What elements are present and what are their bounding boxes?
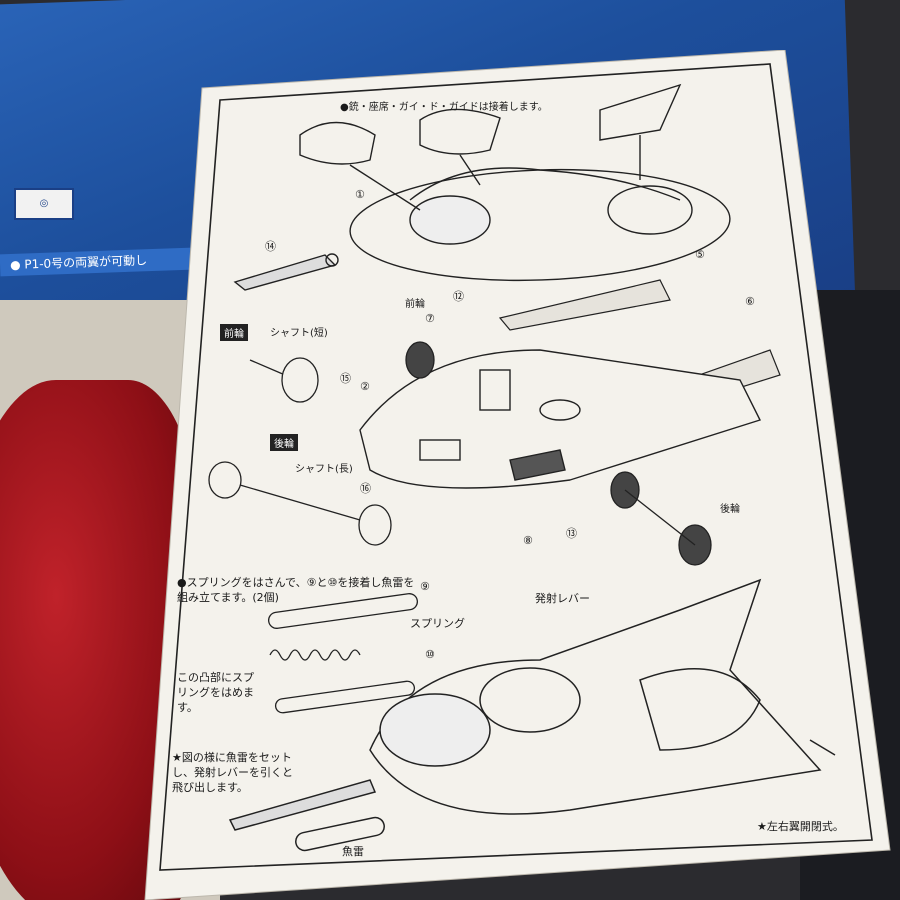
front-wheel-label: 前輪 [405,299,425,310]
part-number-9: ⑨ [420,580,430,593]
rear-wheel-label: 後輪 [720,504,740,515]
wings-note: ★左右翼開閉式。 [757,820,844,833]
shaft-short-label: シャフト(短) [270,328,328,339]
shaft-long-label: シャフト(長) [295,464,353,475]
firing-note: ★図の様に魚雷をセットし、発射レバーを引くと飛び出します。 [172,751,293,794]
part-number-14: ⑭ [265,240,276,253]
part-number-15: ⑮ [340,372,351,385]
rear-wheel-tag: 後輪 [270,434,298,451]
part-number-12: ⑫ [453,290,464,303]
box-logo-badge: ◎ [14,188,74,220]
part-number-13: ⑬ [566,527,577,540]
part-number-7: ⑦ [425,312,435,325]
torpedo-label: 魚雷 [342,845,364,858]
front-wheel-tag: 前輪 [220,324,248,341]
part-number-10: ⑩ [425,648,435,661]
header-note: ●銃・座席・ガイ・ド・ガイドは接着します。 [340,102,548,113]
torpedo-assembly-note: ●スプリングをはさんで、⑨と⑩を接着し魚雷を組み立てます。(2個) [177,576,415,604]
fire-lever-label: 発射レバー [535,592,590,605]
instruction-sheet: ●銃・座席・ガイ・ド・ガイドは接着します。 前輪 シャフト(短) 前輪 後輪 シ… [120,50,900,900]
part-number-16: ⑯ [360,482,371,495]
part-number-8: ⑧ [523,534,533,547]
lower-hull-drawing [359,349,761,489]
nose-gun-drawing [233,253,339,291]
part-number-5: ⑤ [695,248,705,261]
wheel-parts [208,341,712,566]
assembled-craft-drawing [228,578,836,852]
part-number-1: ① [355,188,365,201]
spring-label: スプリング [410,617,465,630]
spring-fit-note: この凸部にスプリングをはめます。 [177,671,254,714]
paper-border [159,63,873,871]
instruction-illustrations [144,50,891,900]
torpedo-parts [268,593,418,714]
part-number-6: ⑥ [745,295,755,308]
upper-hull-drawing [299,83,731,282]
part-number-2: ② [360,380,370,393]
